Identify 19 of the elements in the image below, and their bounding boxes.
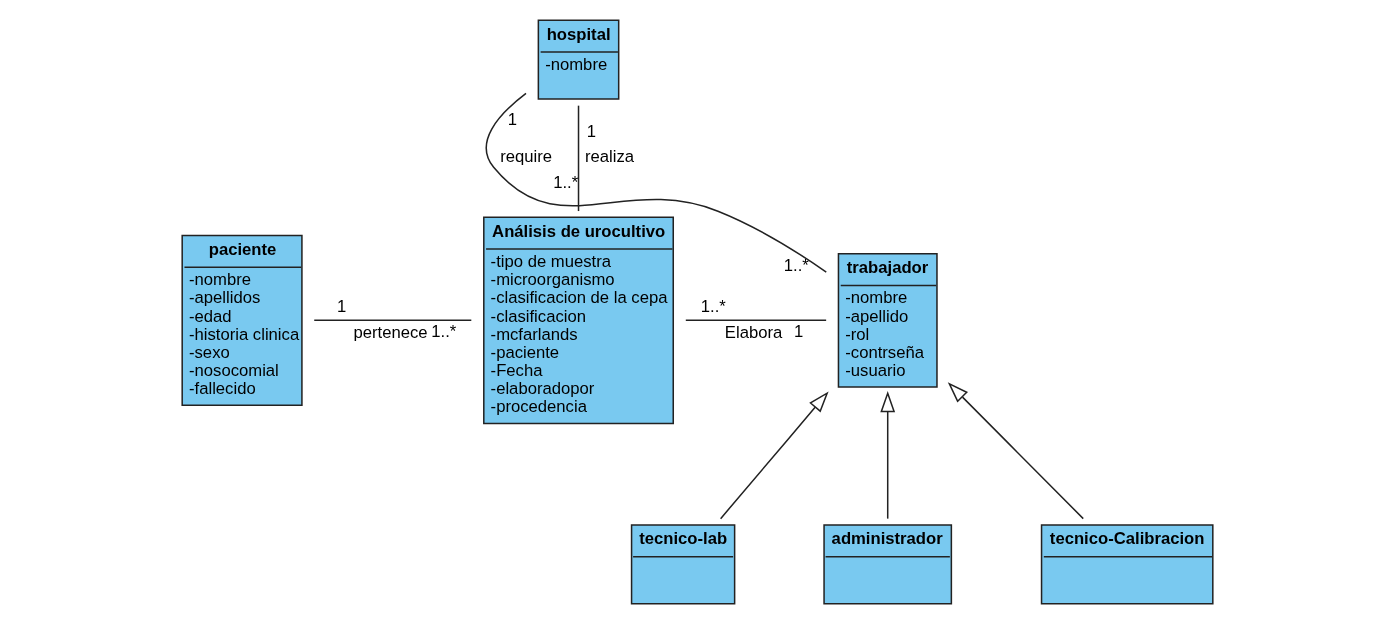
edge-label: pertenece [353,323,428,343]
label: 1 [507,109,518,129]
label: 1 [586,122,596,142]
label: 1..* [783,256,809,276]
label: 1 [794,322,804,342]
edge-label: require [500,147,553,167]
connector [313,319,473,322]
arrow [880,390,896,520]
label: 1..* [431,322,457,342]
connector [485,92,827,273]
label: 1..* [700,296,726,316]
edge-label: realiza [585,147,635,167]
connector [685,319,827,322]
label: 1 [337,296,347,316]
connector [577,104,580,212]
label: 1..* [553,172,579,192]
arrow [947,382,1084,520]
edge-label: Elabora [724,323,783,343]
arrow [719,391,829,520]
